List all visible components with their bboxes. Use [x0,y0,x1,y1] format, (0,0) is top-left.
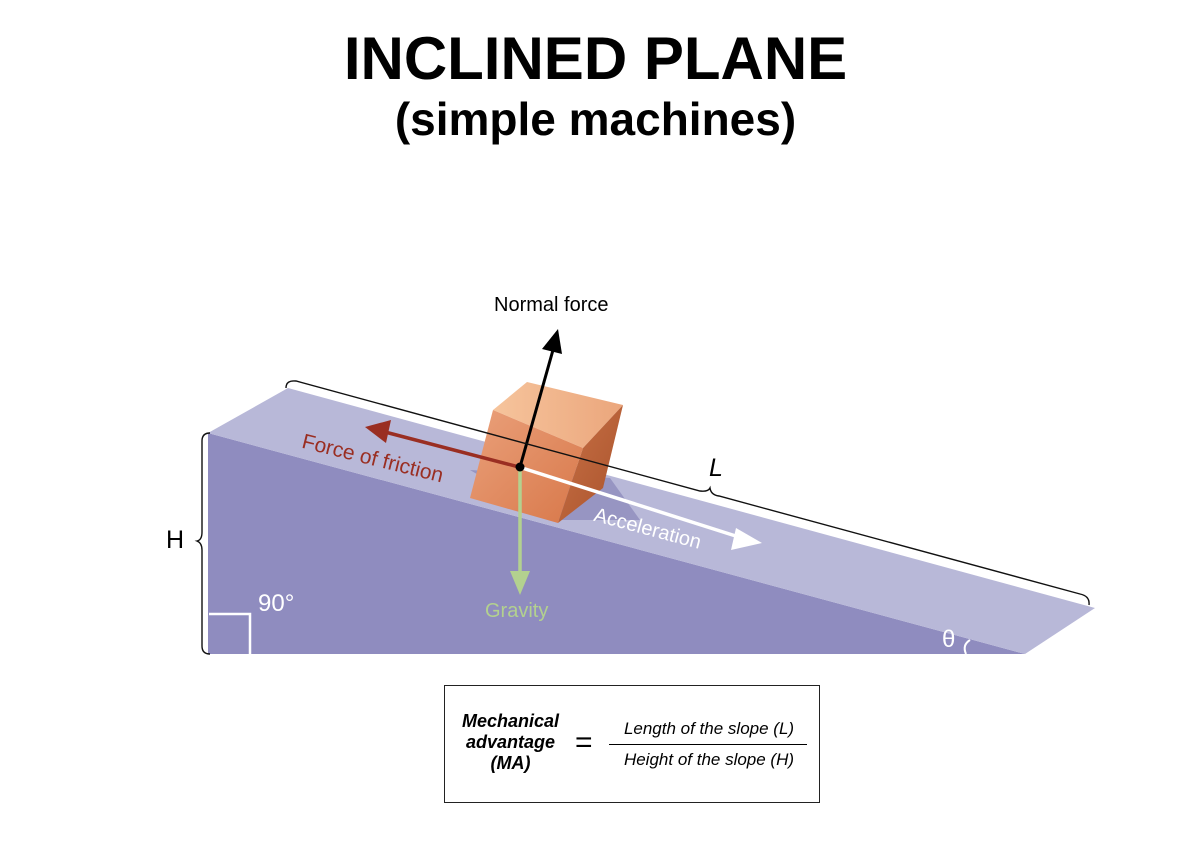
formula-lhs-line: Mechanical [461,711,560,731]
block-side-face [558,405,623,523]
page-subtitle: (simple machines) [394,93,797,145]
right-angle-label: 90° [258,590,295,617]
angle-arc [963,639,971,655]
normal-force-label: Normal force [494,294,609,316]
formula-lhs-line: advantage [465,732,556,752]
height-brace [194,432,211,655]
normal-force-arrow [518,349,555,468]
ramp-top-surface [208,388,1095,654]
mechanical-advantage-formula: Mechanical advantage (MA) = Length of th… [444,685,820,803]
block-top-face [493,382,623,448]
formula-lhs-line: (MA) [490,753,531,773]
acceleration-arrow [518,465,743,540]
right-angle-marker [209,612,252,654]
acceleration-arrowhead [731,528,762,550]
formula-denominator: Height of the slope (H) [623,750,795,769]
formula-equals-sign: = [575,726,593,759]
formula-numerator: Length of the slope (L) [623,719,795,738]
center-of-mass-dot [515,462,525,472]
block-front-face [470,410,583,523]
page-title: INCLINED PLANE [343,25,848,92]
gravity-arrowhead [510,571,530,595]
friction-arrow [384,430,520,469]
angle-label: θ [942,626,956,653]
height-label: H [166,526,185,554]
normal-force-arrowhead [542,329,562,354]
fraction-bar [609,744,807,745]
friction-arrowhead [365,420,391,443]
gravity-label: Gravity [485,600,549,622]
length-brace [285,380,1090,606]
formula-lhs: Mechanical advantage (MA) [453,711,568,774]
length-label: L [709,454,723,482]
